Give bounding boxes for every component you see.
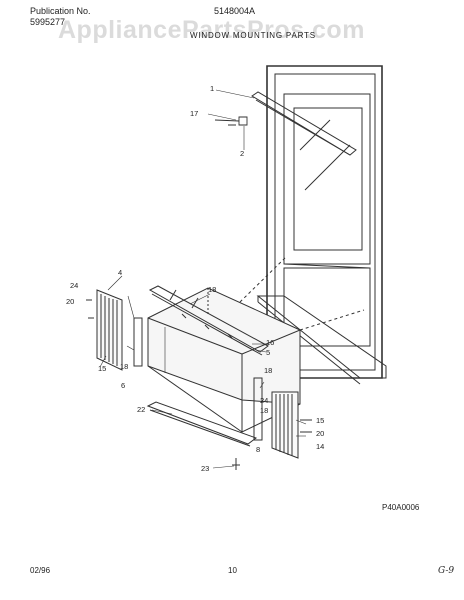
callout-label: 22 (137, 405, 146, 414)
revision-date: 02/96 (30, 566, 51, 575)
watermark-text: AppliancePartsPros.com (58, 16, 365, 44)
callout-label: 15 (98, 364, 107, 373)
callout-label: 18 (120, 362, 129, 371)
top-mounting-rail (214, 91, 357, 156)
handwritten-note: G-9 (438, 566, 455, 576)
callout-label: 24 (70, 281, 79, 290)
section-title: WINDOW MOUNTING PARTS (190, 31, 316, 40)
callout-label: 20 (66, 297, 75, 306)
left-side-curtain (86, 289, 143, 371)
publication-number: 5995277 (30, 17, 66, 27)
page-number: 10 (228, 566, 237, 575)
callout-label: 15 (316, 416, 325, 425)
callout-label: 18 (208, 285, 217, 294)
callout-label: 18 (260, 406, 269, 415)
callout-leaders (99, 89, 307, 469)
callout-label: 14 (316, 442, 325, 451)
callout-label: 16 (266, 338, 275, 347)
callout-label: 8 (256, 445, 261, 454)
publication-label: Publication No. (30, 6, 91, 16)
callout-label: 17 (190, 109, 199, 118)
bottom-rail (146, 401, 258, 470)
cabinet-top-rail (148, 285, 269, 356)
right-side-curtain (253, 377, 312, 459)
callout-label: 4 (118, 268, 123, 277)
cabinet-sleeve (147, 257, 365, 433)
model-number: 5148004A (214, 6, 256, 16)
callout-label: 18 (264, 366, 273, 375)
callout-label: 23 (201, 464, 210, 473)
callout-label: 2 (240, 149, 245, 158)
callout-label: 20 (316, 429, 325, 438)
drawing-code: P40A0006 (382, 503, 420, 512)
callout-label: 5 (266, 348, 271, 357)
window-frame (256, 65, 387, 385)
callout-label: 24 (260, 396, 269, 405)
callout-label: 1 (210, 84, 215, 93)
callout-label: 6 (121, 381, 126, 390)
